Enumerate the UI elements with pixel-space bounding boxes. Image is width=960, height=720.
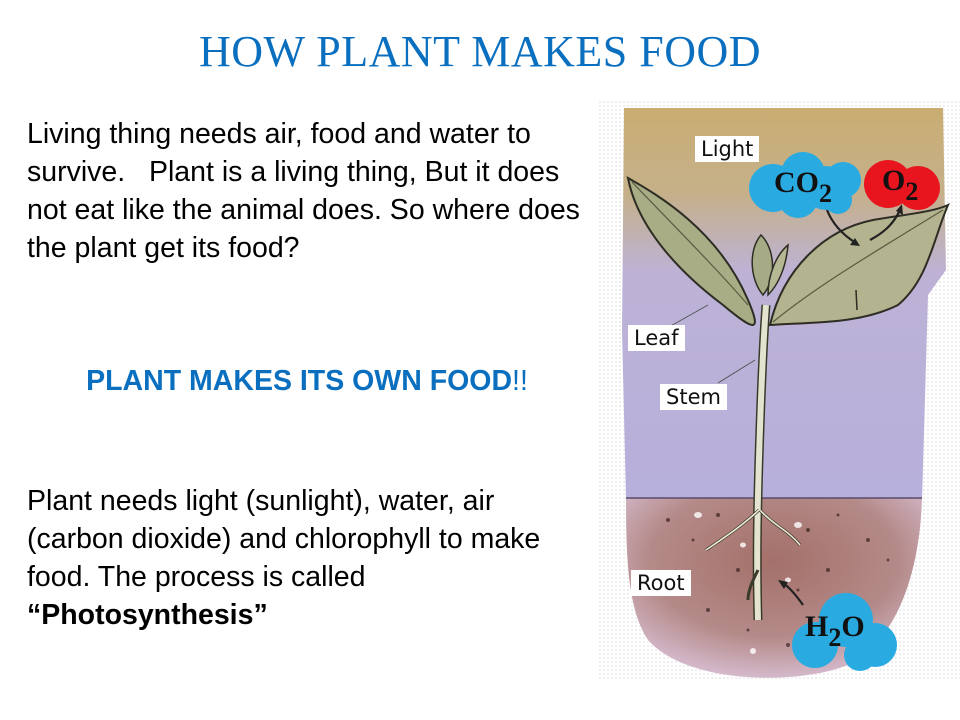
key-statement: PLANT MAKES ITS OWN FOOD!!: [27, 362, 587, 400]
slide-title: HOW PLANT MAKES FOOD: [198, 27, 762, 76]
h2o-formula: H2O: [805, 610, 865, 653]
key-statement-text: PLANT MAKES ITS OWN FOOD: [86, 365, 513, 397]
photosynthesis-lead: Plant needs light (sunlight), water, air…: [27, 485, 541, 593]
co2-molecule-shape: [749, 152, 861, 218]
co2-formula: CO2: [774, 166, 832, 209]
photosynthesis-paragraph: Plant needs light (sunlight), water, air…: [27, 482, 597, 634]
co2-subscript: 2: [819, 179, 832, 208]
h2o-h: H: [805, 610, 829, 643]
plant-diagram: Light Leaf Stem Root CO2 O2 H2O: [598, 100, 960, 680]
co2-base: CO: [774, 166, 819, 199]
photosynthesis-term: “Photosynthesis”: [27, 599, 268, 631]
light-label: Light: [695, 136, 760, 162]
o2-subscript: 2: [905, 177, 919, 206]
stem-label: Stem: [660, 384, 727, 410]
h2o-o: O: [841, 610, 865, 643]
h2o-molecule-shape: [792, 593, 897, 671]
o2-molecule-shape: [864, 160, 940, 210]
o2-formula: O2: [882, 164, 918, 207]
leaf-label: Leaf: [628, 325, 685, 351]
plant-illustration: [622, 108, 950, 678]
h2o-subscript: 2: [828, 623, 842, 652]
key-statement-exclamation: !!: [512, 365, 528, 397]
root-label: Root: [631, 570, 691, 596]
intro-paragraph: Living thing needs air, food and water t…: [27, 118, 580, 264]
o2-base: O: [882, 164, 906, 197]
